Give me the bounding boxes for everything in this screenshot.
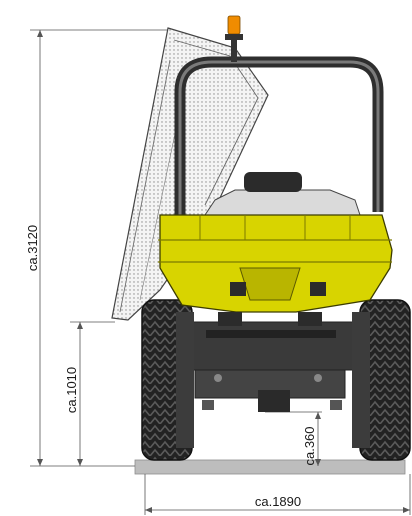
front-skip bbox=[158, 214, 393, 313]
discharge-height-label: ca.1010 bbox=[64, 367, 79, 413]
left-wheel bbox=[141, 299, 194, 461]
total-height-label: ca.3120 bbox=[25, 225, 40, 271]
total-width-label: ca.1890 bbox=[255, 494, 301, 509]
beacon-light bbox=[225, 15, 243, 62]
rops-frame bbox=[174, 56, 384, 215]
dimension-arrows bbox=[37, 30, 410, 513]
chassis bbox=[169, 321, 371, 412]
engine-hood bbox=[204, 172, 361, 216]
skip-hinges bbox=[218, 312, 322, 326]
ground-bar bbox=[134, 459, 406, 475]
ground-clearance-label: ca.360 bbox=[302, 426, 317, 465]
right-wheel bbox=[352, 299, 411, 461]
